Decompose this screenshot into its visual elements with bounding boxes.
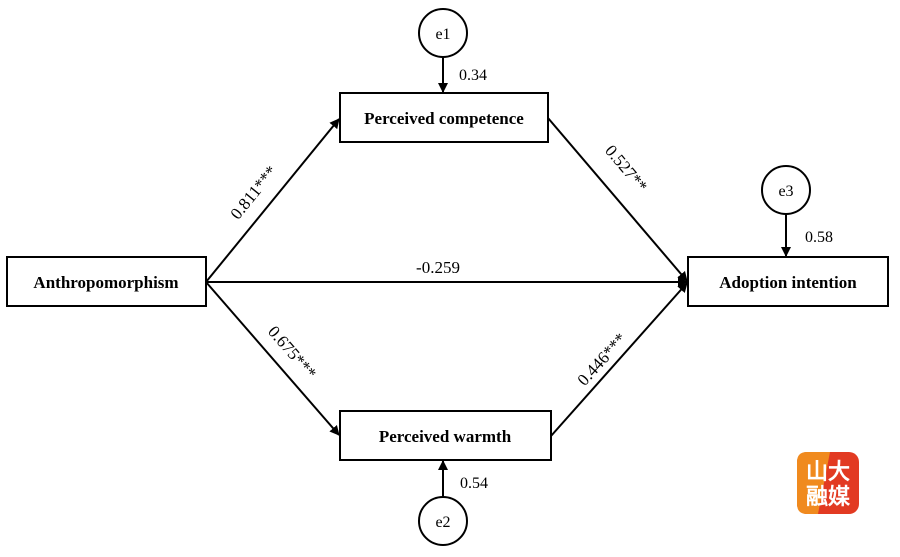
node-label: Adoption intention [719, 273, 857, 292]
error-label: e1 [435, 26, 450, 43]
arrow-anth-comp [205, 118, 340, 283]
node-anthropomorphism: Anthropomorphism [6, 256, 207, 307]
error-label: e2 [435, 514, 450, 531]
node-label: Perceived competence [364, 109, 524, 128]
svg-text:山大: 山大 [806, 460, 850, 485]
error-value: 0.58 [805, 229, 833, 246]
error-value: 0.34 [459, 67, 487, 84]
node-label: Perceived warmth [379, 427, 512, 446]
error-e1: e1 0.34 [418, 8, 487, 84]
coef-anth-comp: 0.811*** [226, 162, 280, 223]
arrow-anth-warm [205, 281, 340, 436]
coef-anth-adopt: -0.259 [416, 258, 460, 277]
svg-text:融媒: 融媒 [806, 484, 851, 510]
node-adoption-intention: Adoption intention [687, 256, 889, 307]
coef-warm-adopt: 0.446*** [574, 329, 631, 389]
node-perceived-competence: Perceived competence [339, 92, 549, 143]
arrow-comp-adopt [547, 117, 688, 282]
node-perceived-warmth: Perceived warmth [339, 410, 552, 461]
error-e2: e2 0.54 [418, 475, 488, 546]
coef-comp-adopt: 0.527** [601, 141, 651, 196]
coef-anth-warm: 0.675*** [264, 322, 320, 383]
watermark-logo: 山大 融媒 [797, 452, 859, 514]
error-label: e3 [778, 183, 793, 200]
error-value: 0.54 [460, 475, 488, 492]
node-label: Anthropomorphism [33, 273, 178, 292]
error-e3: e3 0.58 [761, 165, 833, 246]
arrow-warm-adopt [550, 282, 688, 437]
